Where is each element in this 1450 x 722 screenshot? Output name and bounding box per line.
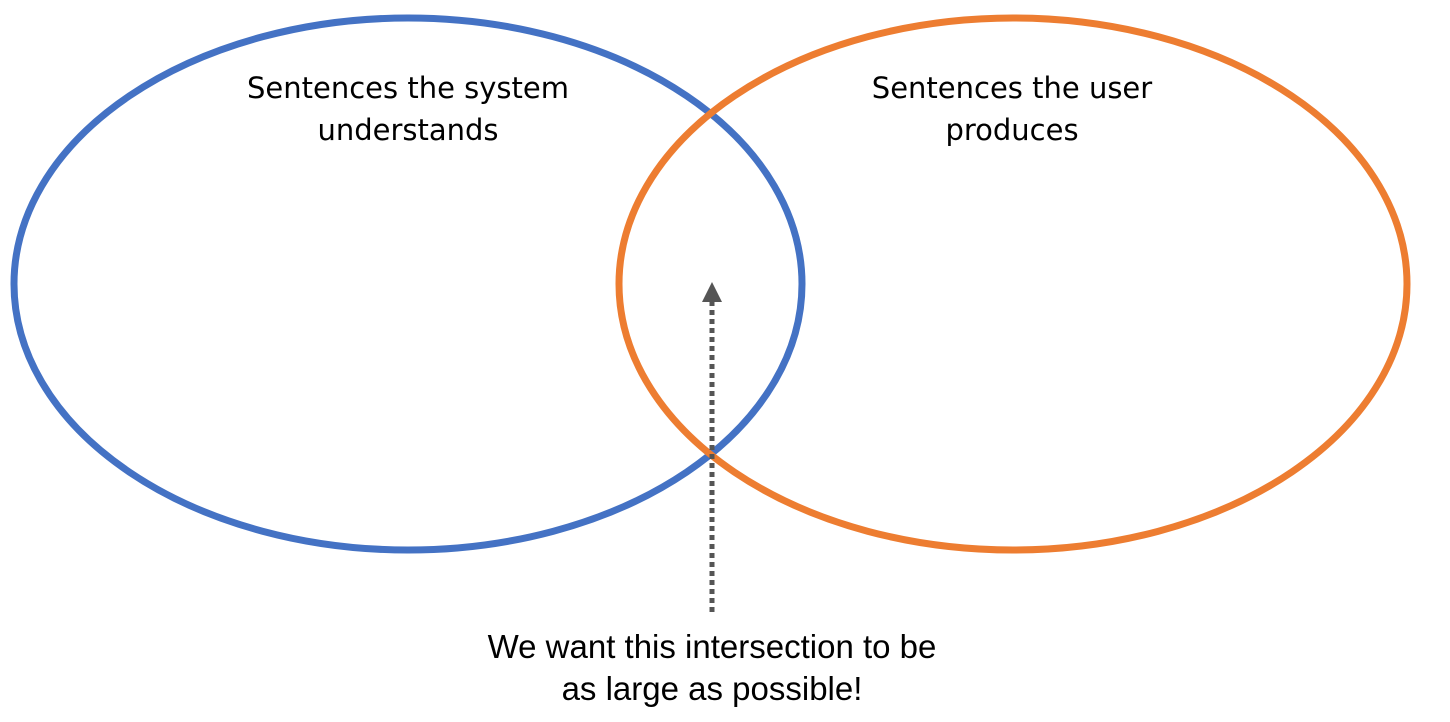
system-set-ellipse — [10, 14, 806, 554]
user-set-label-line-1: Sentences the user — [871, 71, 1153, 105]
system-set-label-line-1: Sentences the system — [247, 71, 569, 105]
user-set-label: Sentences the user produces — [832, 67, 1192, 151]
intersection-arrow-head — [702, 282, 722, 302]
user-set-ellipse — [615, 14, 1411, 554]
intersection-caption: We want this intersection to be as large… — [412, 626, 1012, 710]
system-set-label-line-2: understands — [317, 113, 499, 147]
user-set-label-line-2: produces — [945, 113, 1079, 147]
intersection-caption-line-1: We want this intersection to be — [487, 628, 937, 665]
system-set-label: Sentences the system understands — [228, 67, 588, 151]
intersection-caption-line-2: as large as possible! — [561, 670, 863, 707]
